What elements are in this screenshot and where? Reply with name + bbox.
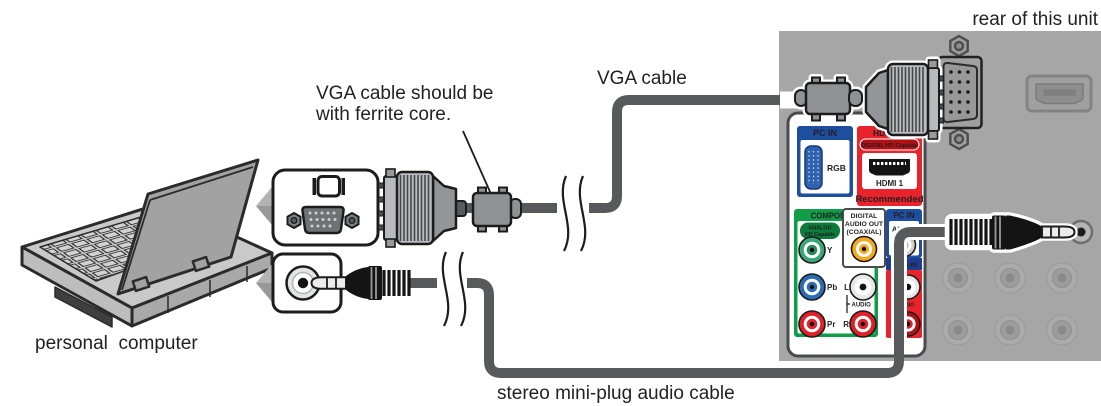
audio-cable-label: stereo mini-plug audio cable xyxy=(497,383,735,404)
jack-pr-label: Pr xyxy=(827,320,835,329)
hdmi1-box: HDMI-IN DIGITAL HD Capable HDMI 1 Recomm… xyxy=(855,126,924,206)
personal-computer-label: personal computer xyxy=(35,333,198,354)
component-r-jack xyxy=(849,310,877,338)
jack-y-label: Y xyxy=(827,246,833,255)
vga-port-icon xyxy=(286,205,360,235)
laptop-illustration xyxy=(20,158,274,328)
pc-port-callouts xyxy=(256,168,380,314)
monitor-icon xyxy=(312,175,345,198)
component-pr-jack xyxy=(798,310,826,338)
ferrite-note-line2: with ferrite core. xyxy=(315,104,451,125)
dao-line1: DIGITAL xyxy=(851,213,878,220)
audio-cable-assembly xyxy=(310,212,1078,378)
vga-cable-segment xyxy=(589,95,800,213)
vga-port xyxy=(937,55,983,130)
dao-line3: (COAXIAL) xyxy=(846,229,881,236)
io-label-plate: PC IN RGB HDMI-IN DIGITAL HD Capable HDM… xyxy=(786,111,927,358)
vga-plug xyxy=(378,168,467,248)
vga-plug xyxy=(864,59,944,140)
comp-r-label: R xyxy=(843,320,849,329)
coaxial-jack xyxy=(850,235,878,263)
pc-in-rgb-header: PC IN xyxy=(813,128,837,138)
ferrite-note-line1: VGA cable should be xyxy=(316,83,493,104)
hdmi-port xyxy=(1025,74,1093,113)
jack-pb-label: Pb xyxy=(827,283,837,292)
component-header: COMPONENT xyxy=(811,212,862,221)
hdmi1-port-label: HDMI 1 xyxy=(876,179,904,188)
hdmi1-badge: DIGITAL HD Capable xyxy=(861,143,919,149)
dao-line2: AUDIO OUT xyxy=(845,221,884,228)
disk-slot xyxy=(54,286,113,328)
component-pb-jack xyxy=(798,273,826,301)
component-y-jack xyxy=(798,236,826,264)
unused-jacks xyxy=(942,213,1078,346)
rear-of-unit-label: rear of this unit xyxy=(972,9,1098,30)
mini-plug xyxy=(949,215,1076,250)
rgb-label: RGB xyxy=(827,163,846,173)
pc-in-rgb-box: PC IN RGB xyxy=(797,126,853,197)
hdmi-port-icon xyxy=(869,159,910,176)
comp-l-label: L xyxy=(844,283,849,292)
cable-break-icon xyxy=(441,251,467,327)
component-box: COMPONENT ANALOG HD Capable Y Pb Pr xyxy=(794,209,878,338)
cable-break-icon xyxy=(561,175,587,252)
pc-in-audio-header: PC IN xyxy=(893,211,915,220)
mini-plug xyxy=(310,266,411,300)
component-l-jack xyxy=(849,273,877,301)
component-badge-2: HD Capable xyxy=(805,232,835,238)
laptop-lid xyxy=(116,158,260,296)
vga-callout-box xyxy=(271,168,380,247)
component-badge-1: ANALOG xyxy=(808,226,831,232)
ferrite-core xyxy=(471,186,522,233)
vga-cable-assembly xyxy=(378,56,944,252)
ferrite-leader-line xyxy=(462,130,492,195)
ferrite-core xyxy=(794,76,863,122)
digital-audio-out-box: DIGITAL AUDIO OUT (COAXIAL) xyxy=(842,208,886,268)
audio-cable-segment xyxy=(467,227,948,378)
rgb-port-icon xyxy=(804,145,823,190)
vga-cable-label: VGA cable xyxy=(597,68,687,89)
hdmi1-note: Recommended xyxy=(855,194,923,205)
comp-audio-label: AUDIO xyxy=(852,303,872,309)
